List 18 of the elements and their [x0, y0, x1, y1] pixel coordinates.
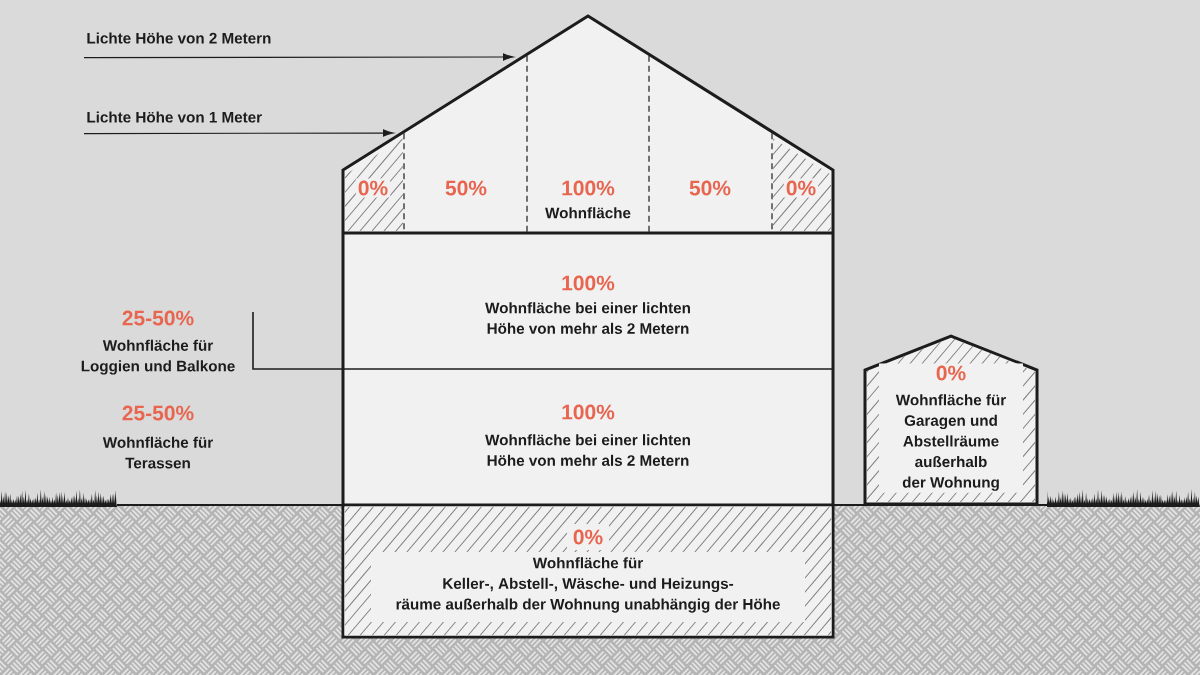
node-label: 0%	[786, 180, 816, 196]
callout-text: Lichte Höhe von 2 Metern	[87, 32, 271, 44]
garage-section: 0% Wohnfläche für Garagen und Abstellräume außerhalb der Wohnung	[863, 334, 1039, 506]
basement-section: 0% Wohnfläche für Keller-, Abstell-, Wäsche- und Heizungs- räume außerhalb der Wohnung unabhängig der Höhe	[344, 506, 832, 636]
section-label: 100% Wohnfläche bei einer lichten Höhe von mehr als 2 Metern	[485, 275, 690, 334]
description-text: Wohnfläche für Loggien und Balkone	[81, 339, 235, 375]
description-text: Wohnfläche für Terassen	[102, 436, 213, 469]
section-label: 50%	[689, 180, 731, 196]
section-label: 50%	[445, 180, 487, 196]
section-label: 100% Wohnfläche bei einer lichten Höhe von mehr als 2 Metern	[485, 404, 690, 466]
hatched-section: 0%	[345, 138, 403, 231]
percentage-text: 25-50%	[122, 310, 194, 326]
percentage-text: 25-50%	[122, 405, 194, 421]
hatched-section: 0%	[773, 138, 831, 231]
callout-text: Lichte Höhe von 1 Meter	[87, 111, 262, 123]
node-label: 0%	[358, 180, 388, 196]
section-label: 100% Wohnfläche	[545, 180, 631, 219]
leader-arrow	[83, 53, 514, 61]
